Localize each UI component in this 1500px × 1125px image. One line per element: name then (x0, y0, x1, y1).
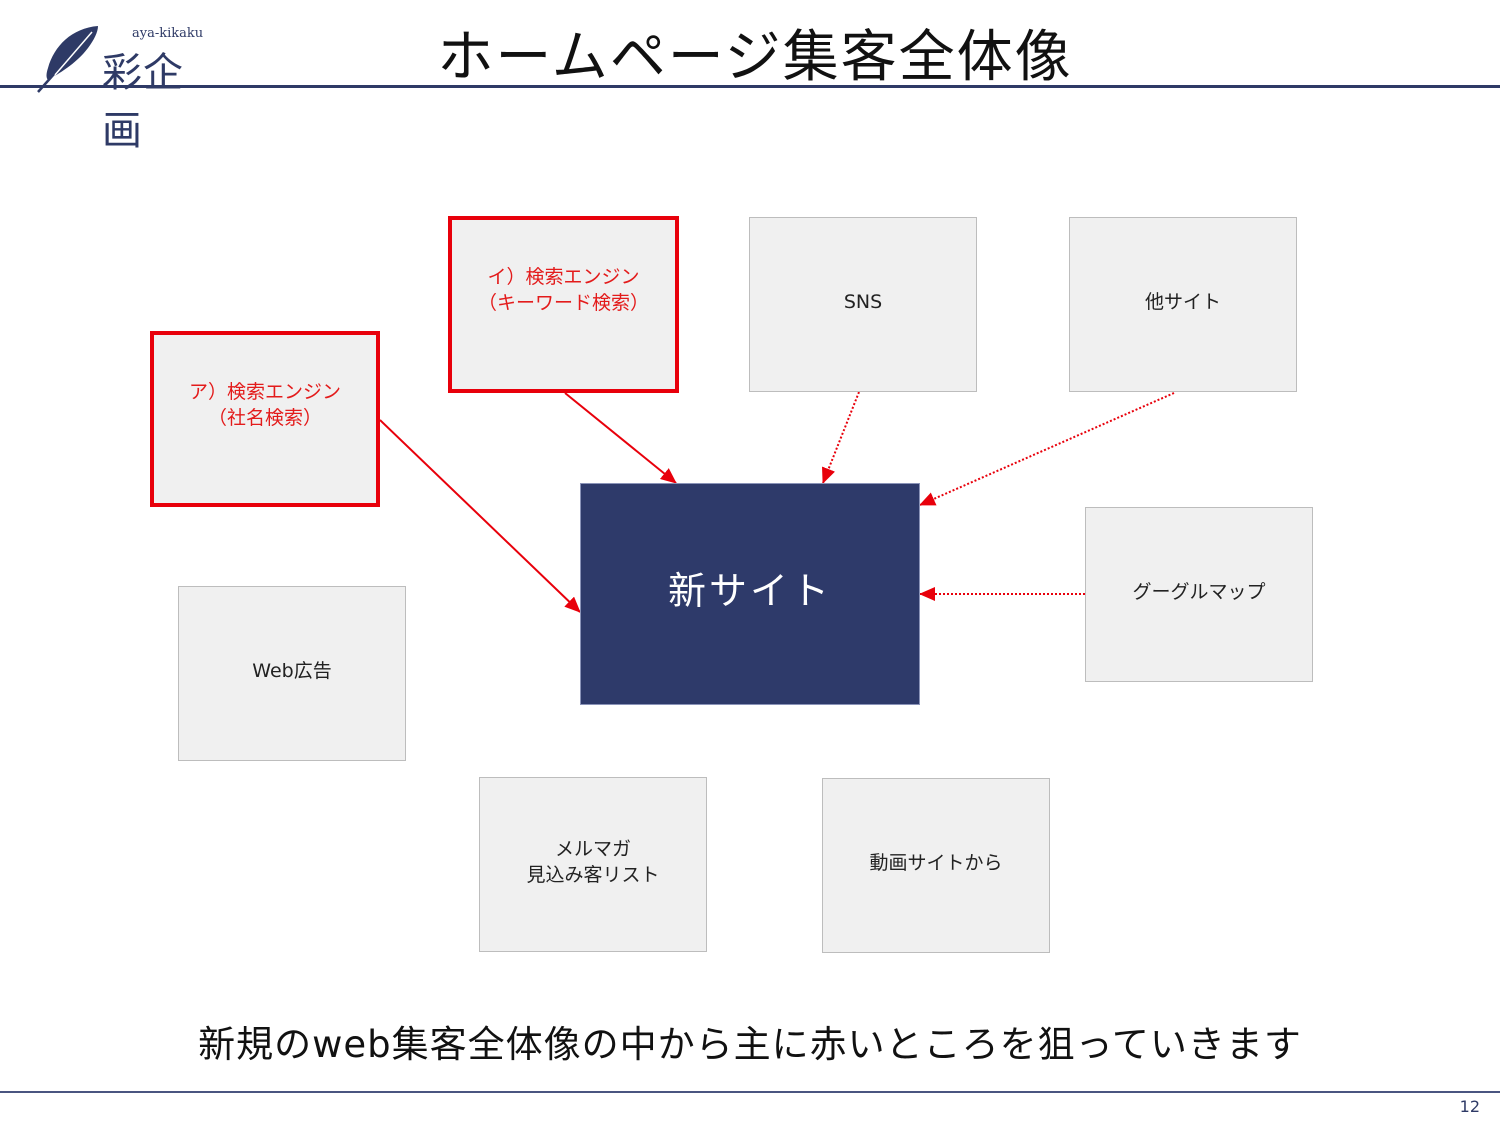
source-label: Web広告 (252, 660, 332, 683)
source-search-company: ア）検索エンジン （社名検索） (150, 331, 380, 507)
source-label: 他サイト (1144, 291, 1221, 314)
source-other-sites: 他サイト (1069, 217, 1297, 392)
slide-caption: 新規のweb集客全体像の中から主に赤いところを狙っていきます (198, 1023, 1302, 1066)
feather-icon (37, 26, 98, 93)
source-search-keyword: イ）検索エンジン （キーワード検索） (448, 216, 679, 393)
source-label: SNS (843, 291, 883, 314)
center-label: 新サイト (667, 569, 832, 614)
logo-kanji: 彩企画 (102, 50, 184, 154)
source-label: 動画サイトから (869, 852, 1003, 875)
header-divider (0, 85, 1500, 88)
source-mail-magazine: メルマガ 見込み客リスト (479, 777, 707, 952)
center-new-site: 新サイト (580, 483, 920, 705)
arrow-sns (822, 391, 860, 484)
source-label: メルマガ 見込み客リスト (526, 838, 660, 886)
source-google-maps: グーグルマップ (1085, 507, 1313, 682)
arrow-search-company (379, 419, 581, 613)
source-video-sites: 動画サイトから (822, 778, 1050, 953)
logo: aya-kikaku 彩企画 (14, 10, 224, 154)
footer-divider (0, 1091, 1500, 1093)
page-title: ホームページ集客全体像 (437, 25, 1073, 90)
source-sns: SNS (749, 217, 977, 392)
source-label: イ）検索エンジン （キーワード検索） (477, 265, 649, 314)
arrow-search-keyword (564, 392, 677, 484)
arrow-other-sites (919, 392, 1175, 506)
logo-romaji: aya-kikaku (132, 26, 204, 41)
source-label: ア）検索エンジン （社名検索） (188, 381, 341, 429)
page-number: 12 (1459, 1097, 1480, 1116)
source-label: グーグルマップ (1132, 581, 1266, 604)
source-web-ads: Web広告 (178, 586, 406, 761)
